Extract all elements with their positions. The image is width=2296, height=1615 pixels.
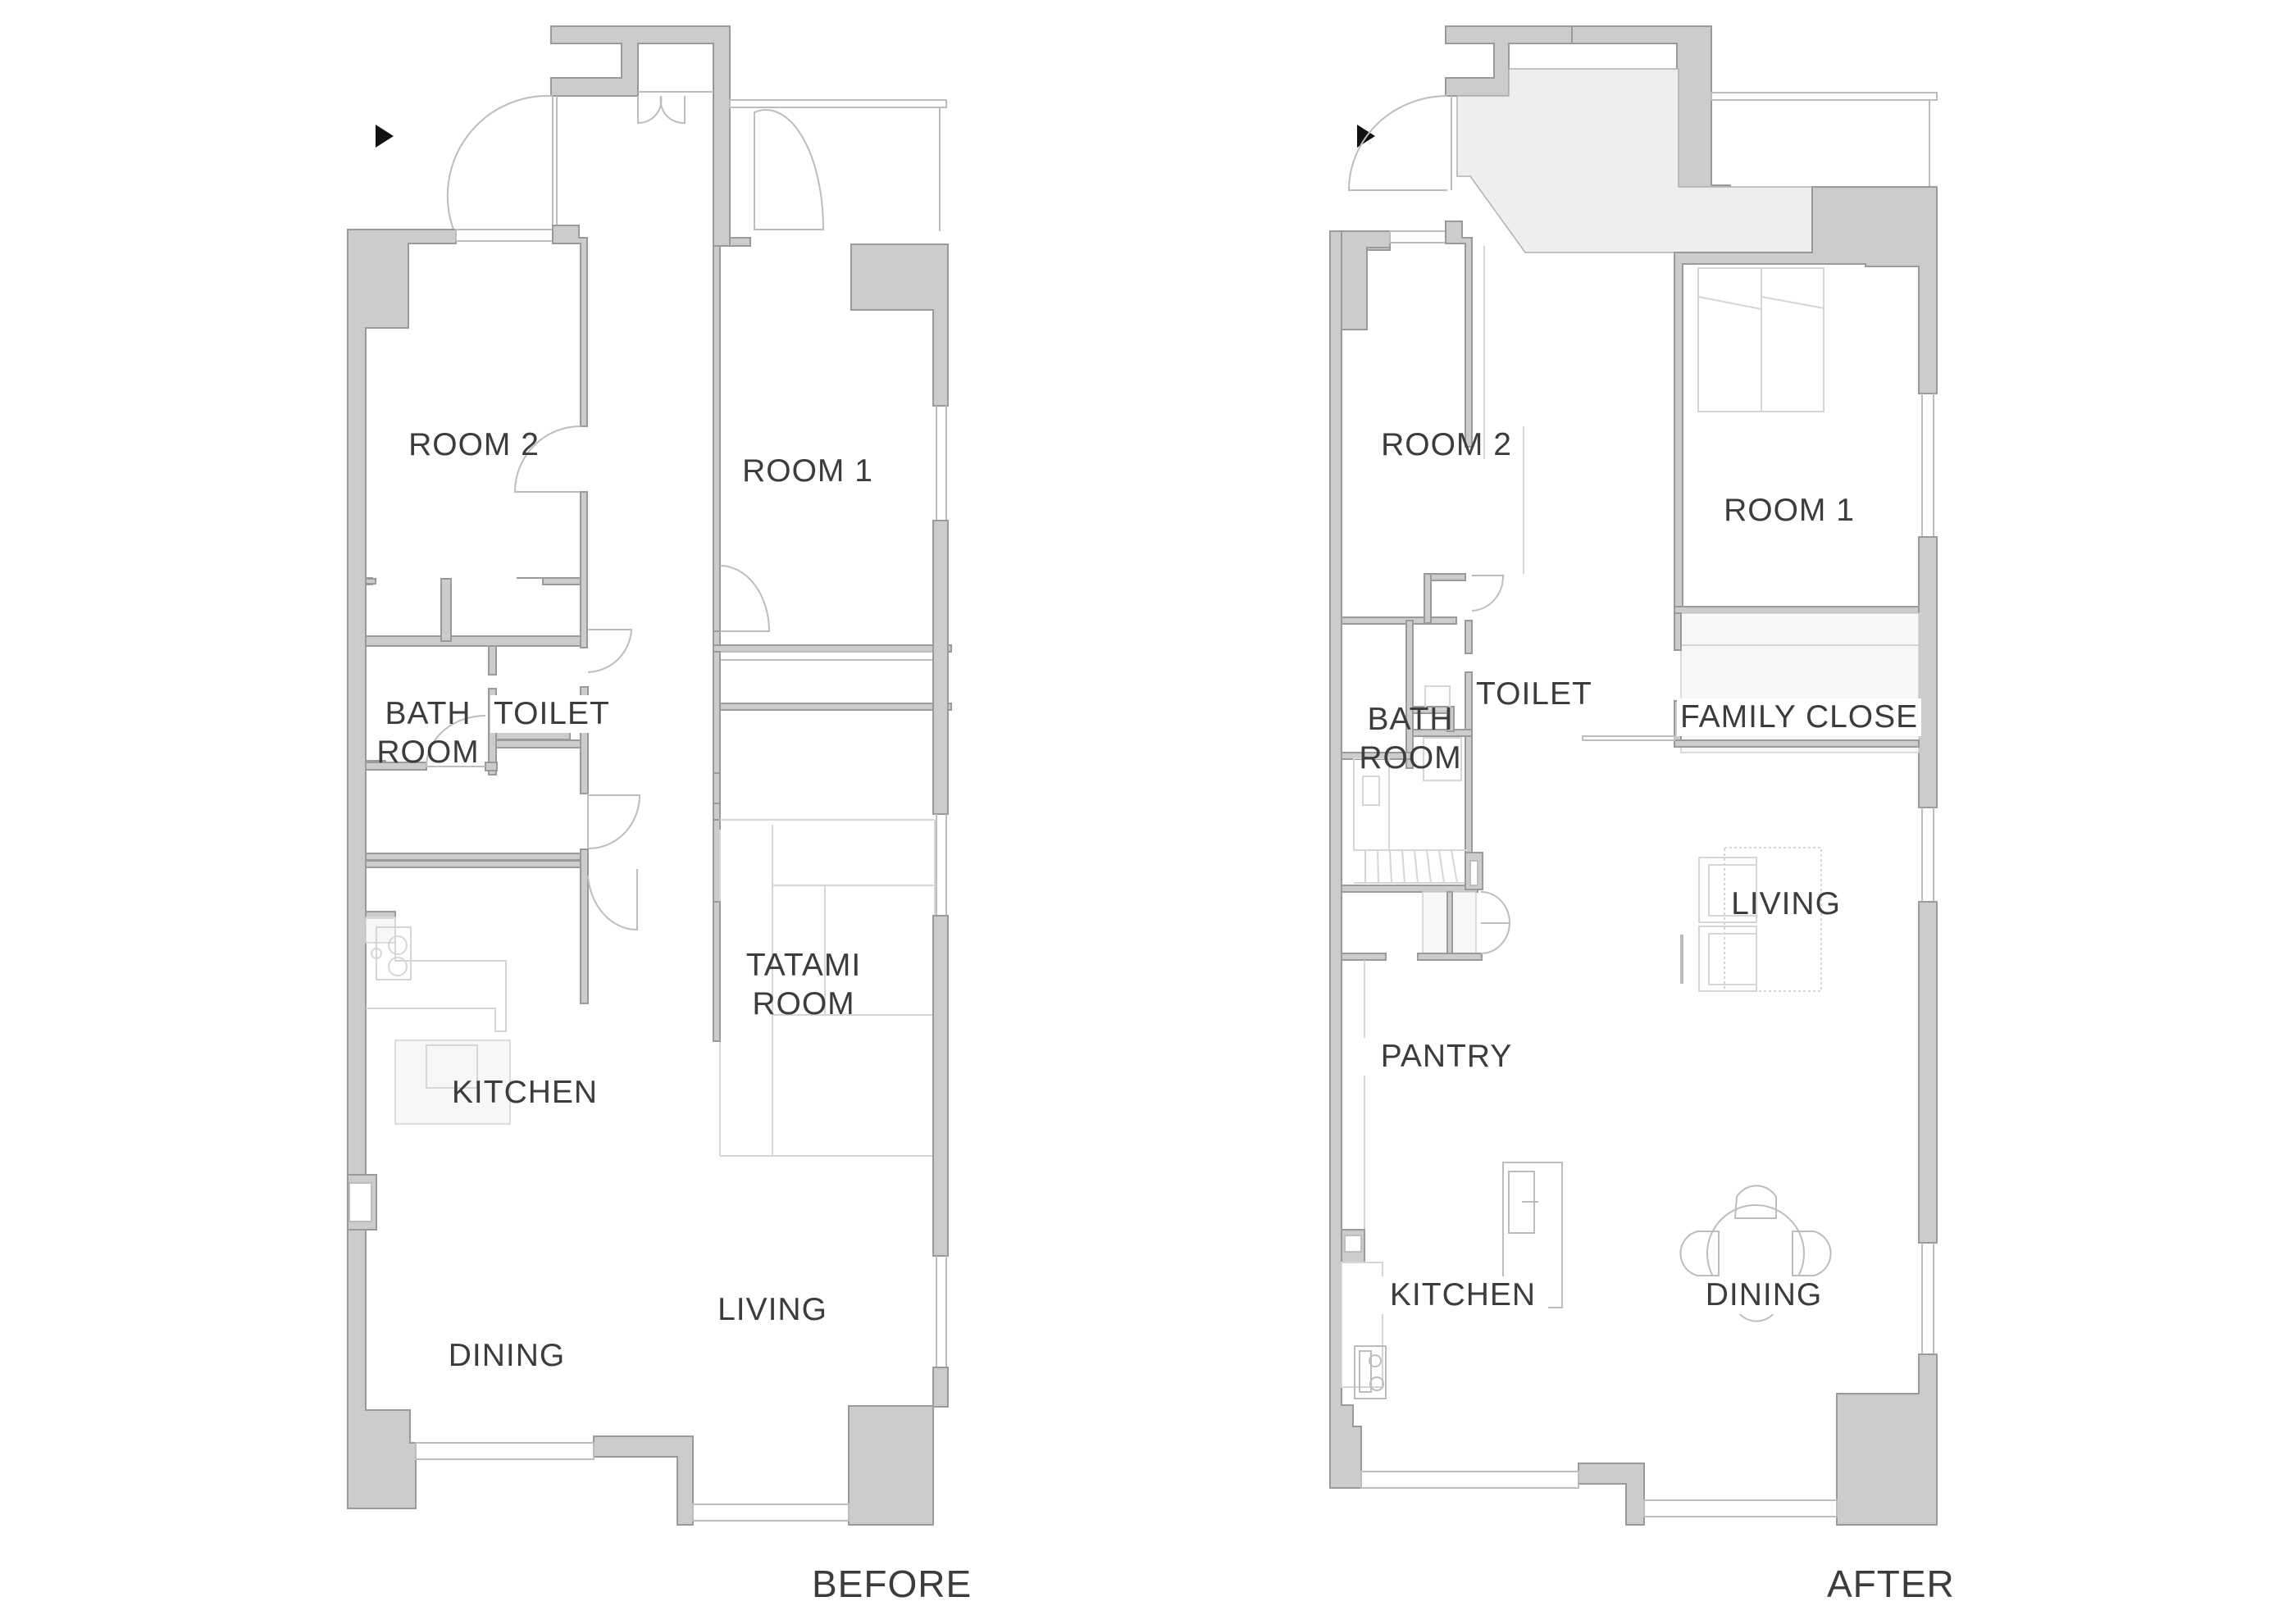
before-label-room1: ROOM 1 — [742, 453, 873, 489]
after-label-dining: DINING — [1699, 1276, 1829, 1314]
after-label-bath-line1: BATH — [1367, 702, 1454, 737]
before-label-bath-line1: BATH — [385, 696, 472, 731]
before-label-living: LIVING — [718, 1292, 827, 1327]
before-label-kitchen: KITCHEN — [451, 1075, 599, 1110]
after-label-toilet: TOILET — [1473, 676, 1592, 713]
before-label-tatami-line1: TATAMI — [745, 948, 862, 983]
before-left-outer-wall — [347, 229, 457, 1509]
before-right-outer-wall — [850, 243, 949, 407]
before-caption: BEFORE — [812, 1563, 973, 1605]
after-caption: AFTER — [1827, 1563, 1955, 1605]
after-room1-walls — [1674, 186, 1938, 648]
before-entry-wall — [550, 25, 751, 247]
before-label-dining: DINING — [448, 1338, 566, 1373]
entrance-arrow-icon — [376, 125, 394, 148]
before-label-bath-line2: ROOM — [376, 735, 480, 770]
after-label-living: LIVING — [1731, 886, 1841, 921]
before-label-room2: ROOM 2 — [408, 427, 540, 462]
before-label-toilet: TOILET — [490, 695, 609, 733]
after-label-pantry: PANTRY — [1361, 1038, 1532, 1076]
before-plan — [347, 25, 952, 1526]
after-plan — [1329, 25, 1938, 1526]
after-label-room1: ROOM 1 — [1724, 493, 1855, 528]
after-label-kitchen: KITCHEN — [1378, 1276, 1548, 1314]
after-label-room2: ROOM 2 — [1381, 427, 1512, 462]
after-label-family-closet: FAMILY CLOSE — [1677, 698, 1921, 736]
before-label-tatami-line2: ROOM — [752, 986, 855, 1021]
after-label-bath-line2: ROOM — [1359, 740, 1462, 776]
rug — [1724, 847, 1822, 992]
